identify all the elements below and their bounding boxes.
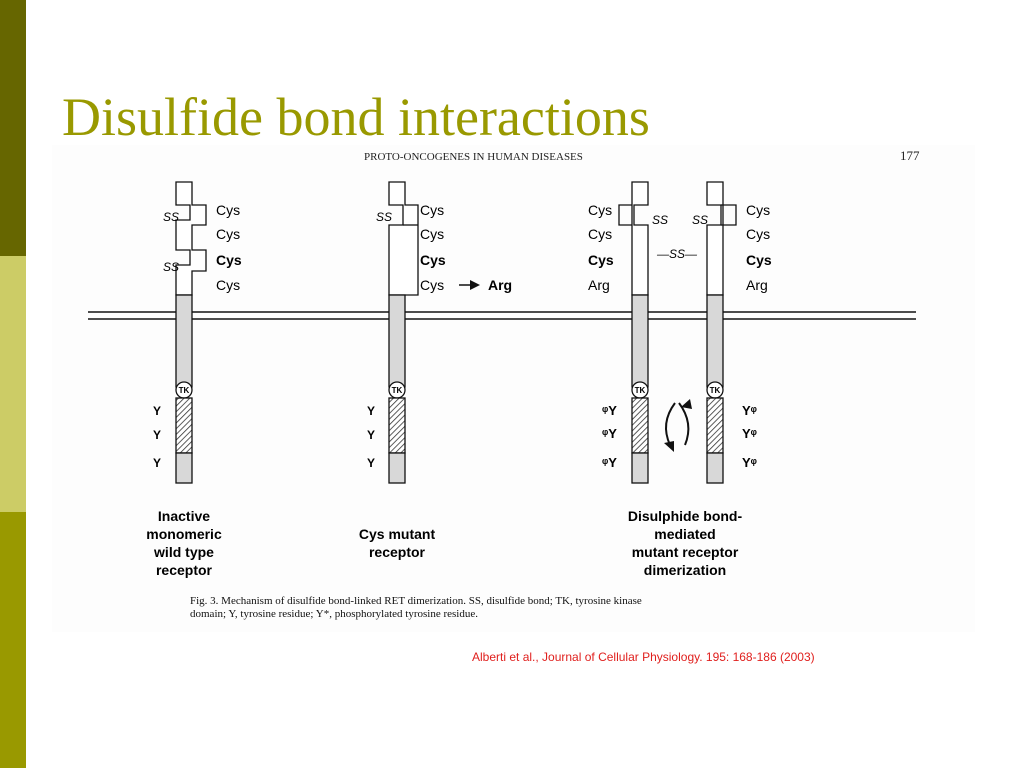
residue-label: Cys bbox=[420, 226, 444, 242]
phospho-tyrosine-label: ᵠY bbox=[602, 403, 617, 418]
residue-label: Cys bbox=[216, 202, 240, 218]
slide-title: Disulfide bond interactions bbox=[62, 87, 650, 147]
ss-bond-label: SS bbox=[163, 260, 179, 274]
residue-label: Cys bbox=[216, 277, 240, 293]
tk-label: TK bbox=[710, 386, 721, 395]
arrow-head-icon bbox=[470, 280, 480, 290]
tk-label: TK bbox=[635, 386, 646, 395]
residue-label: Cys bbox=[588, 202, 612, 218]
transmembrane-segment bbox=[175, 294, 193, 388]
sidebar-stripe-bottom bbox=[0, 512, 26, 768]
residue-label: Cys bbox=[216, 252, 242, 268]
kinase-region bbox=[175, 397, 193, 454]
running-header: PROTO-ONCOGENES IN HUMAN DISEASES bbox=[364, 151, 583, 163]
page-number: 177 bbox=[900, 148, 920, 163]
caption-line: dimerization bbox=[644, 562, 726, 578]
c-terminal-tail bbox=[388, 452, 406, 484]
caption-line: mutant receptor bbox=[632, 544, 739, 560]
tyrosine-label: Y bbox=[367, 428, 375, 442]
figure-legend-line1: Fig. 3. Mechanism of disulfide bond-link… bbox=[190, 595, 642, 607]
phospho-tyrosine-label: ᵠY bbox=[602, 455, 617, 470]
sidebar-stripe-top bbox=[0, 0, 26, 256]
figure-legend-line2: domain; Y, tyrosine residue; Y*, phospho… bbox=[190, 608, 478, 620]
caption-line: wild type bbox=[153, 544, 214, 560]
phospho-tyrosine-label: Yᵠ bbox=[742, 403, 757, 418]
receptor-dimer: TK TK SS SS —SS— Cys Cys Cys Arg Cys Cys… bbox=[588, 181, 772, 578]
caption-line: monomeric bbox=[146, 526, 222, 542]
transphosphorylation-arrow bbox=[678, 402, 690, 446]
residue-label: Cys bbox=[420, 202, 444, 218]
residue-label: Cys bbox=[216, 226, 240, 242]
residue-label: Arg bbox=[746, 277, 768, 293]
sidebar-stripe-middle bbox=[0, 256, 26, 512]
receptor-diagram: PROTO-ONCOGENES IN HUMAN DISEASES 177 TK… bbox=[88, 148, 920, 620]
phospho-tyrosine-label: Yᵠ bbox=[742, 426, 757, 441]
kinase-region bbox=[631, 397, 649, 454]
extracellular-domain bbox=[388, 181, 419, 296]
receptor-wild-type: TK SS SS Cys Cys Cys Cys Y Y Y Inactive … bbox=[146, 181, 242, 578]
arrow-head-icon bbox=[664, 441, 674, 452]
transmembrane-segment bbox=[706, 294, 724, 388]
residue-label: Cys bbox=[588, 252, 614, 268]
residue-label: Cys bbox=[746, 202, 770, 218]
caption-line: Disulphide bond- bbox=[628, 508, 743, 524]
caption-line: mediated bbox=[654, 526, 715, 542]
kinase-region bbox=[706, 397, 724, 454]
caption-line: Cys mutant bbox=[359, 526, 436, 542]
tyrosine-label: Y bbox=[367, 404, 375, 418]
extracellular-domain bbox=[175, 181, 207, 296]
extracellular-domain bbox=[631, 181, 649, 296]
figure-panel: PROTO-ONCOGENES IN HUMAN DISEASES 177 TK… bbox=[52, 145, 975, 632]
residue-label: Cys bbox=[420, 277, 444, 293]
tk-label: TK bbox=[392, 386, 403, 395]
mutation-label: Arg bbox=[488, 277, 512, 293]
extracellular-domain bbox=[706, 181, 724, 296]
residue-label: Cys bbox=[746, 252, 772, 268]
caption-line: Inactive bbox=[158, 508, 210, 524]
ss-bond-label: SS bbox=[692, 213, 708, 227]
caption-line: receptor bbox=[369, 544, 426, 560]
ss-bond-label: SS bbox=[376, 210, 392, 224]
caption-line: receptor bbox=[156, 562, 213, 578]
transmembrane-segment bbox=[388, 294, 406, 388]
transphosphorylation-arrow bbox=[665, 402, 676, 446]
residue-label: Arg bbox=[588, 277, 610, 293]
c-terminal-tail bbox=[631, 452, 649, 484]
tk-label: TK bbox=[179, 386, 190, 395]
tyrosine-label: Y bbox=[153, 428, 161, 442]
receptor-cys-mutant: TK SS Cys Cys Cys Cys Arg Y Y Y Cys muta… bbox=[359, 181, 512, 560]
transmembrane-segment bbox=[631, 294, 649, 388]
arrow-head-icon bbox=[681, 399, 692, 409]
phospho-tyrosine-label: Yᵠ bbox=[742, 455, 757, 470]
residue-label: Cys bbox=[420, 252, 446, 268]
ss-bond-label: SS bbox=[652, 213, 668, 227]
tyrosine-label: Y bbox=[153, 404, 161, 418]
tyrosine-label: Y bbox=[153, 456, 161, 470]
kinase-region bbox=[388, 397, 406, 454]
intermolecular-ss-bond: —SS— bbox=[656, 247, 698, 261]
c-terminal-tail bbox=[175, 452, 193, 484]
residue-label: Cys bbox=[588, 226, 612, 242]
phospho-tyrosine-label: ᵠY bbox=[602, 426, 617, 441]
ss-bond-label: SS bbox=[163, 210, 179, 224]
citation: Alberti et al., Journal of Cellular Phys… bbox=[472, 650, 815, 664]
c-terminal-tail bbox=[706, 452, 724, 484]
tyrosine-label: Y bbox=[367, 456, 375, 470]
residue-label: Cys bbox=[746, 226, 770, 242]
